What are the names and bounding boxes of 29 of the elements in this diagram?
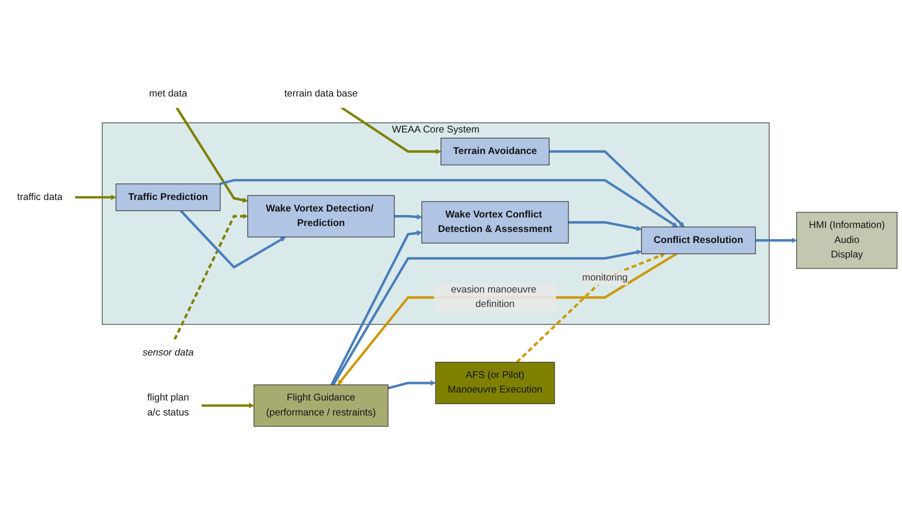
arrow (176, 106, 248, 203)
node-text: terrain data base (284, 88, 358, 99)
node-box: Traffic Prediction (116, 184, 221, 212)
node-text: traffic data (17, 192, 63, 202)
edge-label: evasion manoeuvre definition (451, 284, 536, 310)
node-box: Wake Vortex Conflict Detection & Assessment (421, 201, 569, 244)
edge-label: monitoring (582, 272, 628, 283)
arrow (568, 221, 642, 232)
node-box: Flight Guidance (performance / restraints) (254, 384, 388, 427)
arrow (394, 214, 422, 220)
arrow (516, 253, 666, 364)
node-text: flight plan a/c status (147, 392, 190, 418)
node-text: sensor data (142, 348, 194, 358)
arrow (330, 230, 422, 386)
arrow (220, 179, 678, 228)
arrow (201, 402, 254, 408)
node-text: met data (149, 88, 188, 99)
arrow (74, 194, 116, 200)
node-box: Wake Vortex Detection/ Prediction (247, 195, 395, 238)
node-box: AFS (or Pilot) Manoeuvre Execution (435, 362, 555, 404)
node-box: Terrain Avoidance (440, 138, 550, 166)
arrow (755, 238, 797, 244)
node-box: HMI (Information) Audio Display (796, 212, 898, 269)
arrow (340, 106, 442, 154)
arrow (173, 214, 248, 340)
arrow (388, 380, 436, 390)
node-box: Conflict Resolution (641, 226, 756, 254)
arrow (549, 150, 685, 228)
arrow (180, 210, 286, 269)
